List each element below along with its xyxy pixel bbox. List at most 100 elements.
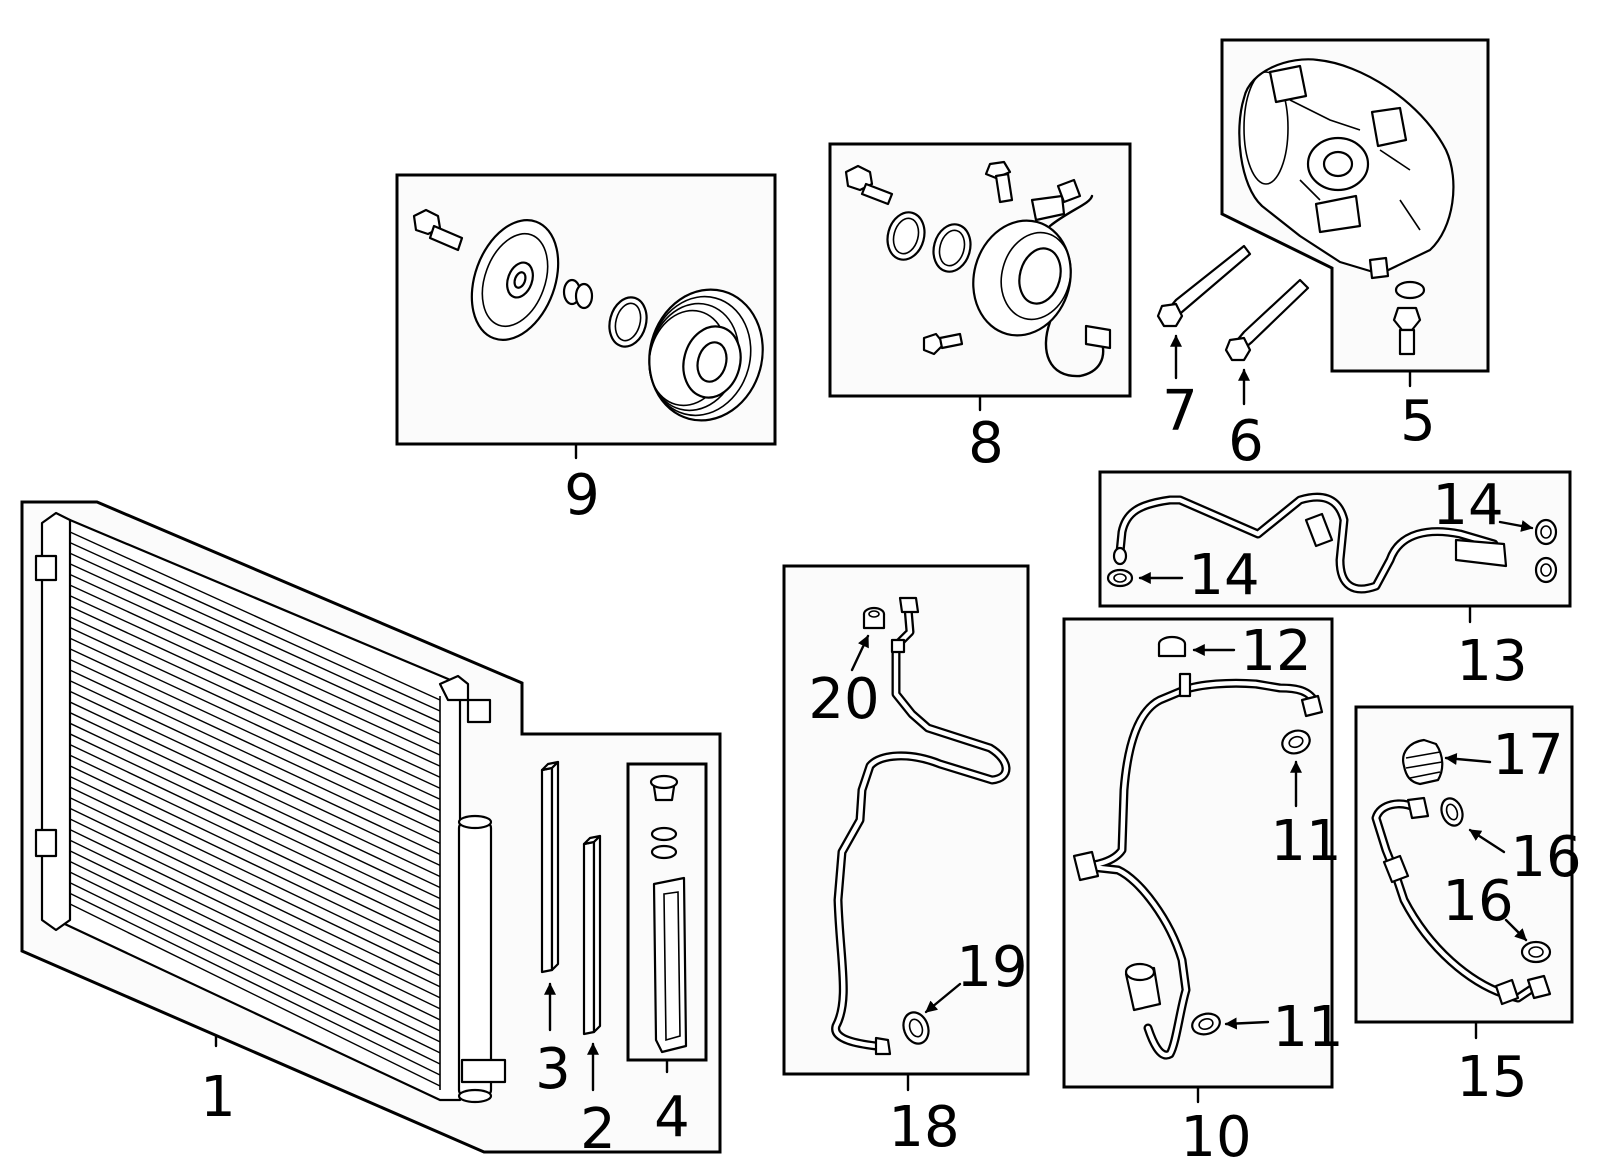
callout-13: 13 bbox=[1456, 629, 1527, 694]
condenser-fin bbox=[69, 903, 441, 1087]
bolt-6-group bbox=[1224, 278, 1310, 406]
condenser-fin bbox=[69, 733, 441, 911]
discharge-hose-icon[interactable] bbox=[1112, 492, 1508, 594]
condenser-icon[interactable] bbox=[34, 511, 492, 1102]
callout-4: 4 bbox=[654, 1085, 690, 1150]
leader-16b bbox=[1504, 918, 1528, 942]
condenser-fin bbox=[69, 616, 441, 789]
leader-11b bbox=[1224, 1017, 1270, 1030]
callout-18: 18 bbox=[888, 1095, 959, 1160]
condenser-fin bbox=[69, 882, 441, 1065]
callout-labels: 1 2 3 4 5 6 7 8 9 10 11 11 12 13 14 14 1… bbox=[200, 379, 1581, 1170]
condenser-fin bbox=[69, 531, 441, 701]
cap-icon[interactable] bbox=[862, 606, 886, 630]
clutch-pulley-group bbox=[395, 173, 777, 460]
suction-line-icon[interactable] bbox=[1072, 672, 1324, 1060]
condenser-fin bbox=[69, 786, 441, 966]
coil-bolt-icon[interactable] bbox=[844, 164, 894, 206]
condenser-fin bbox=[69, 892, 441, 1076]
condenser-fin bbox=[69, 839, 441, 1021]
clutch-coil-group bbox=[828, 142, 1132, 412]
condenser-fin bbox=[69, 690, 441, 867]
clutch-pulley-icon[interactable] bbox=[635, 277, 777, 433]
receiver-drier-kit-icon[interactable] bbox=[649, 774, 688, 1054]
callout-8: 8 bbox=[968, 411, 1004, 476]
callout-14a: 14 bbox=[1188, 543, 1259, 608]
callout-6: 6 bbox=[1228, 409, 1264, 474]
clutch-coil-icon[interactable] bbox=[961, 178, 1112, 378]
condenser-fin bbox=[69, 669, 441, 845]
condenser-fin bbox=[69, 743, 441, 922]
suction-line-group bbox=[1062, 617, 1334, 1104]
cap-icon[interactable] bbox=[1157, 635, 1187, 658]
condenser-fin bbox=[69, 712, 441, 889]
desiccant-bag-icon[interactable] bbox=[540, 760, 560, 974]
coil-small-bolt-icon[interactable] bbox=[922, 332, 964, 356]
condenser-fin bbox=[69, 584, 441, 756]
condenser-fin bbox=[69, 807, 441, 988]
condenser-fin bbox=[69, 765, 441, 944]
callout-5: 5 bbox=[1400, 389, 1436, 454]
condenser-fin bbox=[69, 860, 441, 1043]
callout-12: 12 bbox=[1240, 619, 1311, 684]
o-ring-icon[interactable] bbox=[1106, 518, 1558, 588]
condenser-fin bbox=[69, 595, 441, 767]
callout-10: 10 bbox=[1180, 1105, 1251, 1170]
receiver-drier-icon[interactable] bbox=[457, 814, 507, 1104]
coil-screw-icon[interactable] bbox=[984, 160, 1014, 204]
callout-20: 20 bbox=[808, 667, 879, 732]
condenser-fin bbox=[69, 637, 441, 811]
condenser-fin bbox=[69, 658, 441, 833]
leader-20 bbox=[850, 634, 870, 672]
condenser-fin bbox=[69, 563, 441, 734]
condenser-fin bbox=[69, 797, 441, 977]
clutch-hub-icon[interactable] bbox=[456, 208, 574, 352]
compressor-group bbox=[1220, 38, 1490, 388]
condenser-fin bbox=[69, 648, 441, 822]
callout-1: 1 bbox=[200, 1065, 236, 1130]
liquid-line-icon[interactable] bbox=[831, 596, 1011, 1056]
o-ring-icon[interactable] bbox=[899, 1009, 932, 1047]
leader-14b bbox=[1498, 520, 1534, 532]
callout-19: 19 bbox=[956, 935, 1027, 1000]
pressure-hose-group bbox=[1354, 705, 1574, 1040]
condenser-fin bbox=[69, 722, 441, 900]
condenser-fins bbox=[69, 531, 441, 1087]
condenser-fin bbox=[69, 605, 441, 778]
callout-16b: 16 bbox=[1442, 869, 1513, 934]
callout-14b: 14 bbox=[1432, 473, 1503, 538]
pressure-hose-icon[interactable] bbox=[1371, 796, 1552, 1006]
shim-icon[interactable] bbox=[562, 278, 594, 310]
leader-16a bbox=[1468, 828, 1506, 854]
condenser-fin bbox=[69, 701, 441, 878]
callout-9: 9 bbox=[564, 463, 600, 528]
callout-3: 3 bbox=[535, 1037, 571, 1102]
callout-15: 15 bbox=[1456, 1045, 1527, 1110]
condenser-fin bbox=[69, 573, 441, 745]
service-valve-icon[interactable] bbox=[1392, 306, 1422, 356]
condenser-fin bbox=[69, 818, 441, 999]
o-ring-icon[interactable] bbox=[1438, 795, 1552, 964]
callout-2: 2 bbox=[580, 1097, 616, 1162]
condenser-fin bbox=[69, 541, 441, 712]
coil-snap-ring-icon[interactable] bbox=[882, 208, 975, 276]
condenser-fin bbox=[69, 680, 441, 856]
snap-ring-icon[interactable] bbox=[604, 293, 652, 351]
o-ring-icon[interactable] bbox=[1394, 280, 1426, 300]
suction-line-frame bbox=[1062, 617, 1334, 1089]
compressor-icon[interactable] bbox=[1238, 58, 1455, 280]
discharge-hose-group bbox=[1098, 470, 1572, 624]
filter-strip-icon[interactable] bbox=[582, 834, 602, 1036]
pulley-bolt-icon[interactable] bbox=[412, 208, 464, 252]
condenser-fin bbox=[69, 828, 441, 1010]
callout-16a: 16 bbox=[1510, 825, 1581, 890]
bolt-icon[interactable] bbox=[1156, 244, 1252, 328]
callout-11a: 11 bbox=[1270, 809, 1341, 874]
condenser-fin bbox=[69, 754, 441, 933]
condenser-fin bbox=[69, 627, 441, 800]
condenser-fin bbox=[69, 775, 441, 955]
pressure-sensor-icon[interactable] bbox=[1402, 738, 1444, 786]
o-ring-icon[interactable] bbox=[1190, 727, 1313, 1037]
bolt-icon[interactable] bbox=[1224, 278, 1310, 362]
